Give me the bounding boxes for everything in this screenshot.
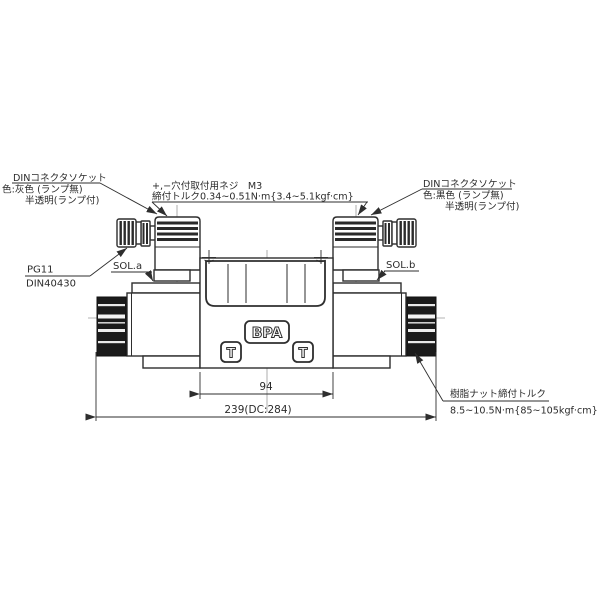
mounting-screw-cross-right-icon [314,250,328,264]
din-right-line3: 半透明(ランプ付) [445,201,519,213]
connector-base-right [342,269,380,282]
screw-note-line2: 締付トルク0.34~0.51N·m{3.4~5.1kgf·cm} [152,191,354,203]
annotation-din-right: DINコネクタソケット 色:黒色 (ランプ無) 半透明(ランプ付) [423,179,519,213]
annotation-din-left: DINコネクタソケット 色:灰色 (ランプ無) 半透明(ランプ付) [2,173,107,207]
valve-body: BPA T T [199,250,334,369]
din-left-line1: DINコネクタソケット [13,173,107,184]
port-t-left-text: T [227,347,236,362]
dimension-239: 239(DC:284) [85,352,437,421]
port-t-badge-right: T [292,341,314,363]
connector-base-left [153,269,191,282]
din40430-text: DIN40430 [26,279,76,290]
connector-housing-left [154,216,201,271]
dimension-94: 94 [189,372,334,399]
resin-nut-right [406,296,437,357]
din-left-line2: 色:灰色 (ランプ無) [2,184,83,196]
leader-lines [12,182,549,402]
port-t-badge-left: T [220,341,242,363]
brand-logo-text: BPA [252,326,283,342]
sol-a-label: SOL.a [113,261,142,272]
solenoid-a [126,282,201,369]
pg11-text: PG11 [27,265,54,276]
din-right-line2: 色:黒色 (ランプ無) [423,190,504,202]
resin-nut-line1: 樹脂ナット締付トルク [450,388,546,400]
port-t-right-text: T [299,347,308,362]
din-left-line3: 半透明(ランプ付) [25,195,99,207]
dimension-94-text: 94 [259,381,273,393]
annotation-pg11: PG11 DIN40430 [26,265,76,290]
cable-gland-right-icon [376,218,417,248]
resin-nut-left [96,296,127,357]
screw-note-line1: +,−穴付取付用ネジ M3 [152,180,262,192]
annotation-resin-nut: 樹脂ナット締付トルク 8.5~10.5N·m{85~105kgf·cm} [450,388,598,417]
dimension-239-text: 239(DC:284) [224,404,291,416]
sol-b-label: SOL.b [386,260,415,271]
annotation-mounting-screw: +,−穴付取付用ネジ M3 締付トルク0.34~0.51N·m{3.4~5.1k… [152,180,354,203]
solenoid-b [332,282,407,369]
din-connector-right [332,216,417,282]
nameplate [205,260,326,307]
mounting-screw-cross-left-icon [202,250,216,264]
brand-badge: BPA [244,320,290,344]
resin-nut-line2: 8.5~10.5N·m{85~105kgf·cm} [450,406,598,417]
din-connector-left [116,216,201,282]
cable-gland-left-icon [116,218,157,248]
connector-housing-right [332,216,379,271]
din-right-line1: DINコネクタソケット [423,179,517,190]
